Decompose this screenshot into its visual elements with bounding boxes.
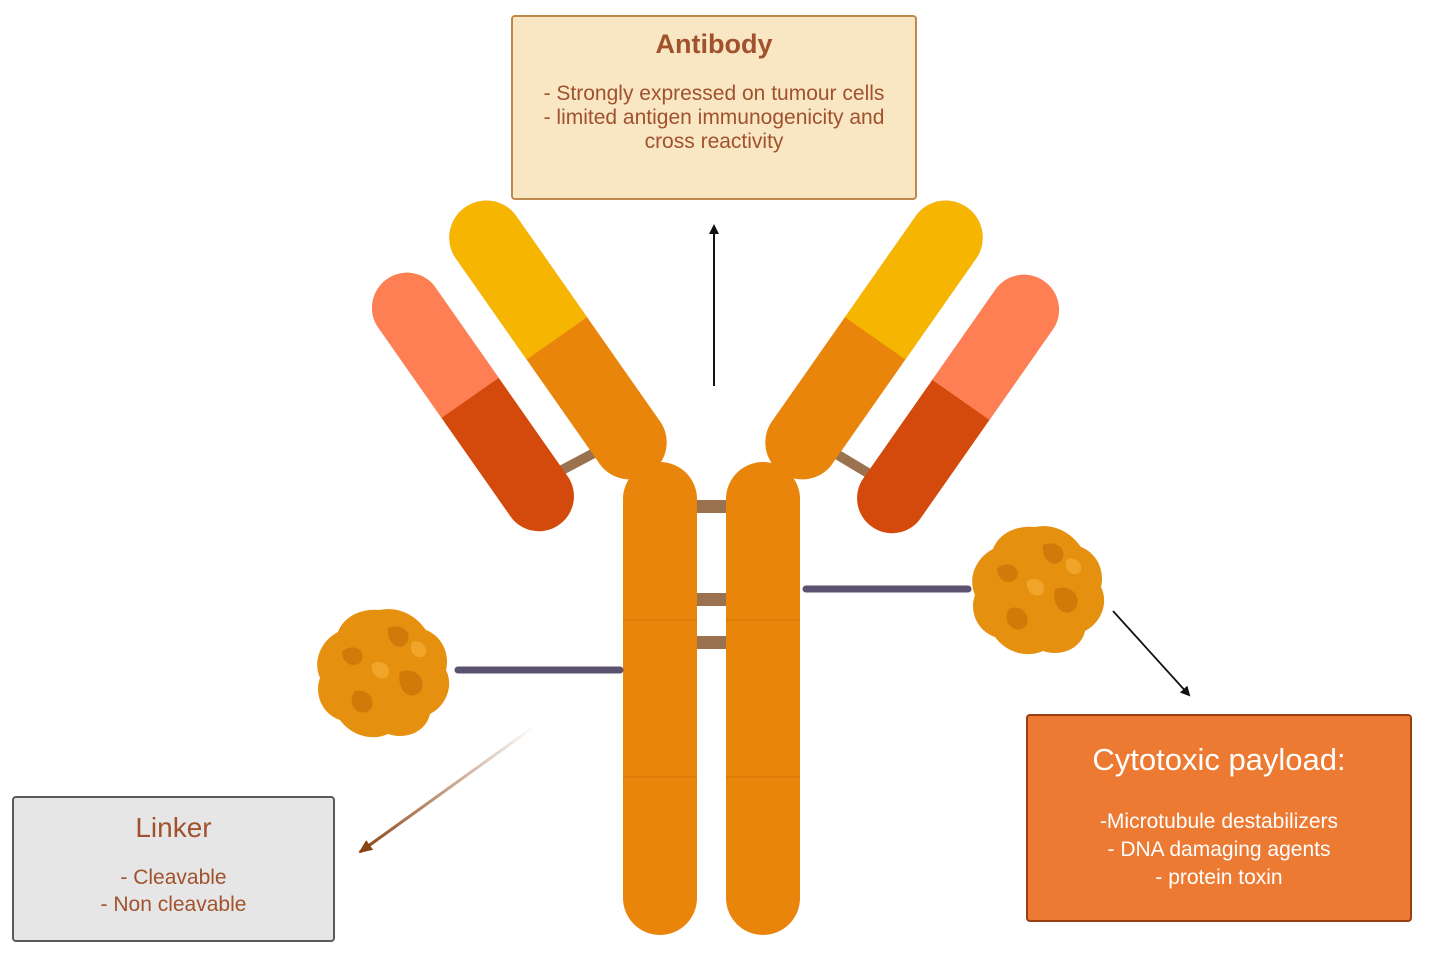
- hinge-bonds: [694, 500, 730, 649]
- linker-box-lines: - Cleavable - Non cleavable: [14, 864, 333, 918]
- right-payload-blob: [972, 526, 1105, 655]
- right-heavy-stem: [726, 462, 800, 935]
- payload-line-1: -Microtubule destabilizers: [1099, 810, 1339, 833]
- antibody-box-lines: - Strongly expressed on tumour cells - l…: [513, 82, 915, 154]
- linker-line-2: - Non cleavable: [100, 893, 247, 916]
- payload-arrow: [1112, 610, 1191, 697]
- heavy-chain-stems: [623, 462, 800, 935]
- antibody-box-title: Antibody: [655, 29, 773, 59]
- right-light-chain: [843, 261, 1073, 547]
- left-light-chain: [358, 259, 588, 545]
- left-payload-blob: [317, 609, 450, 738]
- arrows: [358, 224, 1191, 854]
- linker-box-title: Linker: [135, 812, 212, 843]
- payload-line-2: - DNA damaging agents: [1107, 838, 1331, 861]
- left-heavy-arm: [434, 186, 682, 494]
- payload-info-box: Cytotoxic payload: -Microtubule destabil…: [1026, 714, 1412, 922]
- left-heavy-stem: [623, 462, 697, 935]
- arm-bonds: [559, 447, 871, 478]
- antibody-line-2: - limited antigen immunogenicity and cro…: [543, 106, 885, 153]
- right-heavy-arm: [750, 186, 998, 494]
- linker-arrow: [358, 724, 536, 854]
- antibody-info-box: Antibody - Strongly expressed on tumour …: [511, 15, 917, 200]
- linker-line-1: - Cleavable: [120, 866, 227, 889]
- antibody-line-1: - Strongly expressed on tumour cells: [543, 82, 885, 105]
- payload-box-lines: -Microtubule destabilizers - DNA damagin…: [1028, 808, 1410, 892]
- linker-lines: [454, 585, 972, 674]
- payload-line-3: - protein toxin: [1155, 866, 1283, 889]
- linker-info-box: Linker - Cleavable - Non cleavable: [12, 796, 335, 942]
- payload-box-title: Cytotoxic payload:: [1092, 742, 1346, 777]
